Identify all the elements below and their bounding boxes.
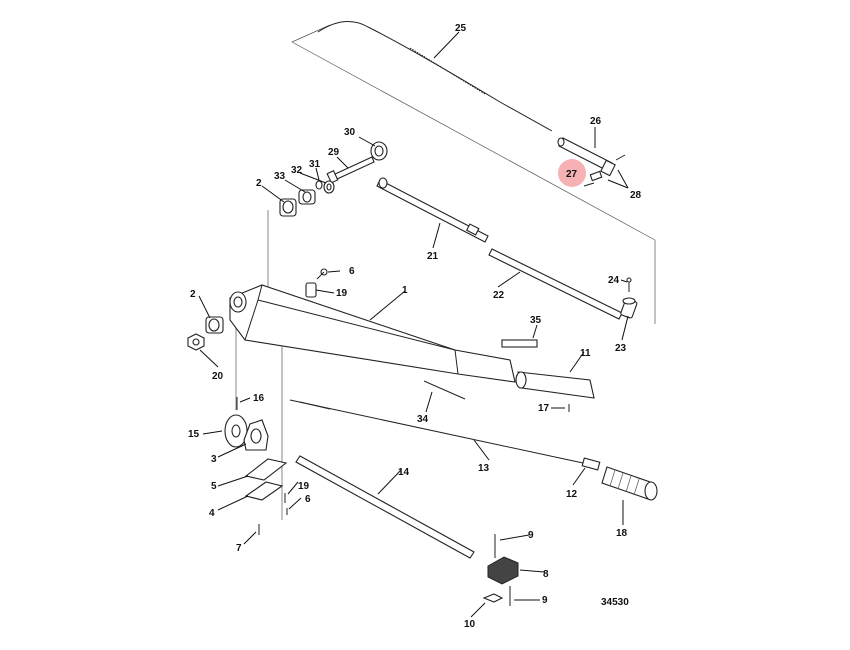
callout-27: 27 xyxy=(566,169,578,180)
part-4-plate xyxy=(244,481,284,501)
callout-12: 12 xyxy=(566,489,578,500)
callout-32: 32 xyxy=(291,165,303,176)
part-32-washer xyxy=(323,180,335,194)
callout-1: 1 xyxy=(402,285,408,296)
part-33-bushing xyxy=(298,189,316,205)
callout-27-highlight xyxy=(558,159,586,187)
part-20-nut xyxy=(187,333,205,351)
leader-lines xyxy=(198,31,629,618)
callout-29: 29 xyxy=(328,147,340,158)
part-28-screws xyxy=(583,154,626,187)
callout-13: 13 xyxy=(478,463,490,474)
callout-4: 4 xyxy=(209,508,215,519)
part-23-collar xyxy=(620,297,638,319)
part-21-rod xyxy=(376,177,489,243)
callout-9-upper: 9 xyxy=(528,530,534,541)
callout-11: 11 xyxy=(580,348,591,359)
part-29-bolt xyxy=(326,156,375,184)
callout-9-lower: 9 xyxy=(542,595,548,606)
part-25-cable xyxy=(317,21,553,132)
callout-6-lower: 6 xyxy=(305,494,311,505)
part-15-friction-knob xyxy=(224,414,248,448)
part-14-rod xyxy=(295,455,475,559)
callout-19-lower: 19 xyxy=(298,481,310,492)
callout-30: 30 xyxy=(344,127,356,138)
part-24-screw xyxy=(626,277,632,292)
frame-lines xyxy=(235,24,656,520)
callout-3: 3 xyxy=(211,454,217,465)
callout-2-upper: 2 xyxy=(256,178,262,189)
part-34-pin xyxy=(423,380,466,400)
part-2-lower-bushing xyxy=(205,316,224,334)
callout-2-lower: 2 xyxy=(190,289,196,300)
callout-18: 18 xyxy=(616,528,628,539)
callout-34: 34 xyxy=(417,414,429,425)
callout-10: 10 xyxy=(464,619,476,630)
callout-24: 24 xyxy=(608,275,620,286)
part-3-bracket xyxy=(243,419,269,451)
callout-25: 25 xyxy=(455,23,467,34)
part-5-plate xyxy=(244,458,288,481)
callout-20: 20 xyxy=(212,371,224,382)
part-31-washer xyxy=(315,180,323,190)
callout-31: 31 xyxy=(309,159,321,170)
part-2-upper-bushing xyxy=(279,198,297,217)
callout-35: 35 xyxy=(530,315,542,326)
part-13-throttle-cable xyxy=(289,399,584,464)
callout-7: 7 xyxy=(236,543,242,554)
part-10-wing-nut xyxy=(482,593,504,603)
drawing-number: 34530 xyxy=(601,597,629,608)
part-8-clamp xyxy=(487,556,519,585)
part-27-pin xyxy=(589,170,603,182)
callout-21: 21 xyxy=(427,251,439,262)
callout-26: 26 xyxy=(590,116,602,127)
part-22-shaft xyxy=(488,248,623,320)
callout-14: 14 xyxy=(398,467,410,478)
callout-28: 28 xyxy=(630,190,642,201)
part-30-nut xyxy=(370,141,388,161)
callout-16: 16 xyxy=(253,393,265,404)
callout-19-upper: 19 xyxy=(336,288,348,299)
callout-15: 15 xyxy=(188,429,200,440)
part-26-sleeve xyxy=(557,137,616,177)
callout-22: 22 xyxy=(493,290,505,301)
part-6-upper-screw xyxy=(316,268,328,280)
part-12-fitting xyxy=(581,457,601,471)
callout-labels: 25 26 27 28 30 29 31 32 33 2 21 22 24 23… xyxy=(188,23,642,630)
part-1-tiller-arm xyxy=(229,282,516,383)
callout-8: 8 xyxy=(543,569,549,580)
callout-33: 33 xyxy=(274,171,286,182)
part-11-grip xyxy=(515,371,595,399)
callout-6-upper: 6 xyxy=(349,266,355,277)
callout-23: 23 xyxy=(615,343,627,354)
callout-17: 17 xyxy=(538,403,550,414)
callout-5: 5 xyxy=(211,481,217,492)
part-35-decal xyxy=(501,339,538,348)
part-18-grip xyxy=(601,466,658,501)
